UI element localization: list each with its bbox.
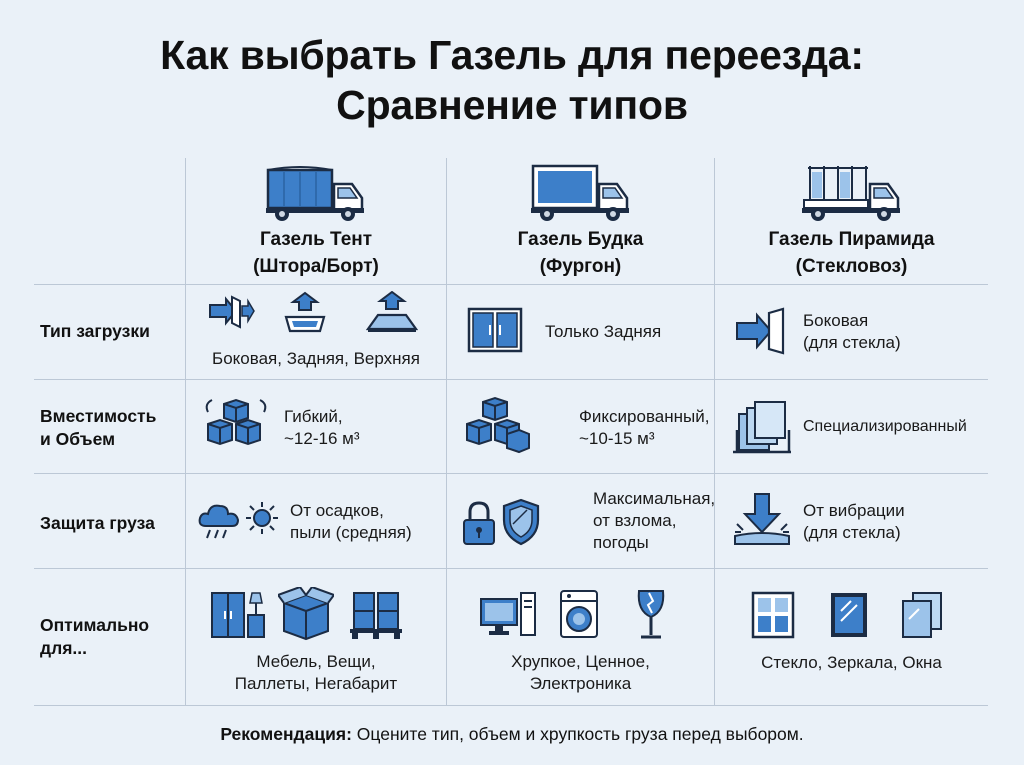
divider	[34, 568, 988, 569]
column-subtitle: (Стекловоз)	[795, 256, 908, 277]
box-truck-icon	[529, 162, 633, 224]
cell-text: (для стекла)	[803, 333, 901, 352]
cell-text: Хрупкое, Ценное,	[511, 652, 650, 671]
page-title: Как выбрать Газель для переезда: Сравнен…	[0, 30, 1024, 130]
cell-tent-protection: От осадков, пыли (средняя)	[186, 474, 446, 568]
cell-text: От осадков,	[290, 501, 384, 520]
title-line-1: Как выбрать Газель для переезда:	[160, 32, 864, 78]
cell-text: Специализированный	[803, 418, 967, 435]
sun-icon	[244, 500, 280, 536]
cell-tent-loading: Боковая, Задняя, Верхняя	[186, 285, 446, 379]
row-label-optimal-1: Оптимально	[40, 615, 150, 635]
pallet-boxes-icon	[348, 589, 404, 641]
computer-icon	[479, 589, 537, 639]
washing-machine-icon	[557, 589, 601, 639]
divider	[446, 158, 447, 706]
vibration-down-arrow-icon	[733, 492, 791, 550]
glass-panes-icon	[899, 591, 945, 639]
column-header-box: Газель Будка (Фургон)	[447, 158, 714, 283]
lock-icon	[461, 500, 497, 546]
cell-text: погоды	[593, 533, 649, 552]
row-label-capacity-1: Вместимость	[40, 406, 157, 426]
cell-pyramid-loading: Боковая (для стекла)	[715, 285, 988, 379]
divider	[34, 705, 988, 706]
recommendation-text: Оцените тип, объем и хрупкость груза пер…	[351, 724, 804, 744]
cell-text: Максимальная,	[593, 489, 716, 508]
divider	[34, 473, 988, 474]
cell-text: (для стекла)	[803, 523, 901, 542]
shield-icon	[501, 498, 541, 546]
fragile-glass-icon	[633, 589, 669, 641]
cell-box-loading: Только Задняя	[447, 285, 714, 379]
window-icon	[751, 591, 795, 639]
cell-tent-optimal: Мебель, Вещи, Паллеты, Негабарит	[186, 569, 446, 705]
column-header-pyramid: Газель Пирамида (Стекловоз)	[715, 158, 988, 283]
row-label-capacity-2: и Объем	[40, 429, 116, 449]
title-line-2: Сравнение типов	[336, 82, 688, 128]
tent-truck-icon	[264, 162, 368, 224]
cell-text: Паллеты, Негабарит	[234, 674, 398, 693]
column-header-tent: Газель Тент (Штора/Борт)	[186, 158, 446, 283]
rear-loading-icon	[282, 291, 328, 333]
cell-box-optimal: Хрупкое, Ценное, Электроника	[447, 569, 714, 705]
cell-text: Электроника	[529, 674, 632, 693]
column-subtitle: (Штора/Борт)	[253, 256, 379, 277]
column-title: Газель Тент	[259, 229, 373, 250]
cell-pyramid-protection: От вибрации (для стекла)	[715, 474, 988, 568]
cell-text: Боковая, Задняя, Верхняя	[212, 349, 420, 368]
recommendation-label: Рекомендация:	[220, 724, 352, 744]
glass-carrier-truck-icon	[800, 162, 904, 224]
comparison-table: Газель Тент (Штора/Борт) Газель Будка (Ф…	[34, 158, 988, 706]
mirror-icon	[829, 591, 869, 639]
glass-rack-icon	[731, 400, 793, 456]
cardboard-box-icon	[278, 587, 334, 641]
cell-pyramid-optimal: Стекло, Зеркала, Окна	[715, 569, 988, 705]
divider	[34, 284, 988, 285]
rear-doors-icon	[467, 307, 523, 353]
side-entry-icon	[733, 307, 789, 355]
row-label-optimal-2: для...	[40, 638, 88, 658]
column-title: Газель Пирамида	[768, 229, 935, 250]
cell-text: Боковая	[803, 311, 869, 330]
side-loading-icon	[204, 293, 256, 333]
column-title: Газель Будка	[517, 229, 644, 250]
cell-text: Фиксированный,	[579, 407, 710, 426]
cell-text: ~10-15 м³	[579, 429, 655, 448]
cell-text: Гибкий,	[284, 407, 343, 426]
cell-pyramid-capacity: Специализированный	[715, 380, 988, 473]
top-loading-icon	[366, 291, 418, 333]
cell-text: Мебель, Вещи,	[256, 652, 376, 671]
cell-box-protection: Максимальная, от взлома, погоды	[447, 474, 716, 568]
cell-text: от взлома,	[593, 511, 677, 530]
row-label-protection: Защита груза	[40, 513, 155, 533]
cell-box-capacity: Фиксированный, ~10-15 м³	[447, 380, 714, 473]
divider	[185, 158, 186, 706]
recommendation-note: Рекомендация: Оцените тип, объем и хрупк…	[0, 724, 1024, 745]
column-subtitle: (Фургон)	[539, 256, 622, 277]
cell-text: Только Задняя	[545, 322, 662, 341]
cell-text: Стекло, Зеркала, Окна	[761, 653, 942, 672]
wardrobe-icon	[210, 589, 266, 641]
cell-text: От вибрации	[803, 501, 905, 520]
boxes-flexible-icon	[202, 398, 270, 458]
boxes-fixed-icon	[463, 396, 531, 456]
divider	[714, 158, 715, 706]
rain-cloud-icon	[198, 502, 240, 542]
cell-text: ~12-16 м³	[284, 429, 360, 448]
divider	[34, 379, 988, 380]
cell-tent-capacity: Гибкий, ~12-16 м³	[186, 380, 446, 473]
row-label-loading: Тип загрузки	[40, 321, 150, 341]
cell-text: пыли (средняя)	[290, 523, 412, 542]
